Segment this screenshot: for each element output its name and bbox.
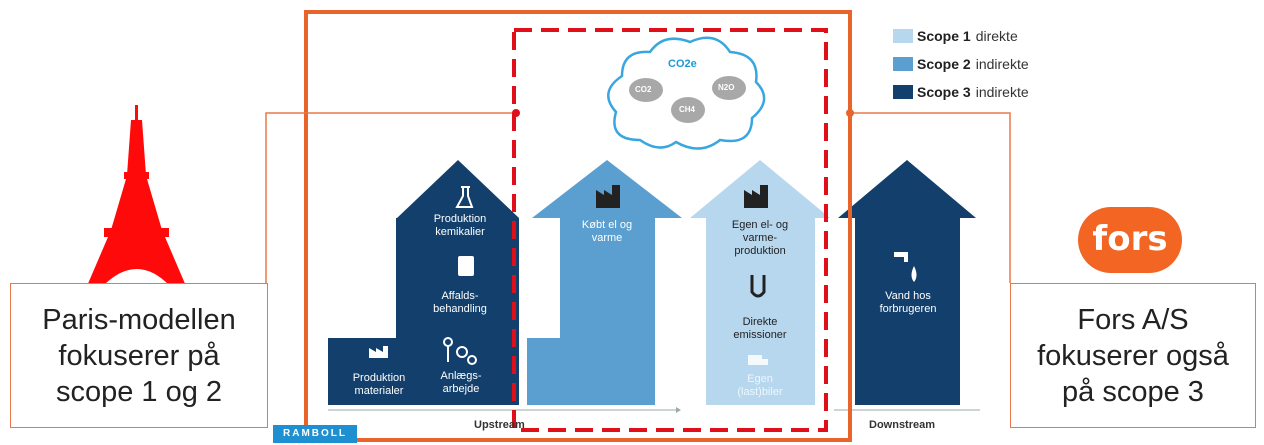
label-affaldsbehandling: Affalds-behandling (433, 290, 487, 315)
legend-swatch (893, 29, 913, 43)
label-egen-biler: Egen(last)biler (737, 373, 783, 398)
right-connector (850, 112, 1011, 283)
legend-item-scope2: Scope 2 indirekte (893, 50, 1029, 78)
legend-item-scope3: Scope 3 indirekte (893, 78, 1029, 106)
n2o-gas-label: N2O (718, 83, 735, 92)
co2-gas-label: CO2 (635, 85, 652, 94)
ch4-gas-label: CH4 (679, 105, 696, 114)
legend-type-label: indirekte (975, 56, 1029, 72)
pipe-emission-icon (750, 275, 766, 298)
legend-item-scope1: Scope 1 direkte (893, 22, 1029, 50)
upstream-label: Upstream (474, 419, 525, 431)
left-connector (265, 112, 514, 283)
legend-swatch (893, 85, 913, 99)
legend-scope-label: Scope 2 (917, 56, 971, 72)
worker-icon (443, 337, 477, 365)
scope-legend: Scope 1 direkte Scope 2 indirekte Scope … (893, 22, 1029, 106)
flask-icon (455, 186, 474, 208)
scope1-arrow (690, 160, 830, 405)
eiffel-tower-icon (87, 105, 186, 286)
legend-type-label: indirekte (975, 84, 1029, 100)
recycle-bin-icon (458, 256, 474, 276)
fors-logo: fors (1078, 207, 1182, 273)
paris-model-callout: Paris-modellen fokuserer på scope 1 og 2 (10, 283, 268, 428)
legend-scope-label: Scope 3 (917, 84, 971, 100)
scope2-arrow (527, 160, 682, 405)
ramboll-logo: RAMBOLL (273, 425, 357, 443)
truck-icon (748, 355, 768, 365)
co2e-label: CO2e (668, 58, 697, 70)
paris-scope-box (512, 28, 828, 432)
fors-callout: Fors A/S fokuserer også på scope 3 (1010, 283, 1256, 428)
label-anlaegsarbejde: Anlægs-arbejde (440, 370, 482, 395)
factory-icon (369, 346, 388, 358)
legend-scope-label: Scope 1 (917, 28, 971, 44)
factory-lightning-icon-2 (744, 185, 768, 208)
co2-cloud (607, 36, 766, 150)
downstream-scope3-arrow (838, 160, 976, 405)
upstream-scope3-arrow (328, 160, 519, 405)
legend-type-label: direkte (975, 28, 1018, 44)
water-tap-icon (894, 252, 917, 282)
downstream-label: Downstream (869, 419, 936, 431)
factory-lightning-icon-1 (596, 185, 620, 208)
fors-scope-box (304, 10, 852, 442)
legend-swatch (893, 57, 913, 71)
